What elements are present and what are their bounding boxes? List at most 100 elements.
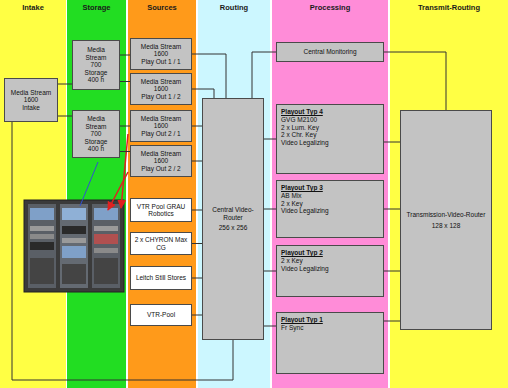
leader-line — [80, 162, 98, 206]
signal-line — [384, 209, 400, 210]
signal-line — [192, 126, 202, 127]
signal-line — [192, 161, 202, 162]
box-label: Play Out 2 / 2 — [141, 165, 180, 172]
band-fill — [272, 0, 388, 388]
column-heading: Processing — [272, 0, 388, 12]
box-label: Storage — [85, 138, 108, 145]
rack-monitor — [30, 208, 54, 220]
column-band: StorageMedia Stream700Storage400 hMedia … — [67, 0, 126, 388]
column-band: IntakeMedia Stream1600Intake — [0, 0, 66, 388]
box-label: GVG M2100 — [281, 116, 317, 123]
process-box: Media Stream1600Play Out 1 / 2 — [130, 73, 192, 105]
box-label: 400 h — [88, 145, 104, 152]
box-label: 700 — [91, 130, 102, 137]
signal-line — [264, 139, 276, 140]
box-label: Playout Typ 1 — [281, 316, 323, 323]
box-label: Media Stream — [141, 78, 181, 85]
red-arrow — [108, 172, 128, 210]
box-label: Playout Typ 4 — [281, 108, 323, 115]
box-label: Intake — [22, 104, 40, 111]
playout-box: Playout Typ 22 x KeyVideo Legalizing — [276, 245, 384, 297]
column-heading: Routing — [198, 0, 270, 12]
column-band: SourcesMedia Stream1600Play Out 1 / 1Med… — [128, 0, 196, 388]
rack-unit — [62, 226, 86, 234]
box-label: 256 x 256 — [219, 224, 248, 231]
signal-line — [264, 271, 276, 272]
box-label: Media Stream — [11, 89, 51, 96]
box-label: Play Out 1 / 2 — [141, 93, 180, 100]
band-fill — [0, 0, 66, 388]
box-label: 2 x CHYRON Max CG — [134, 236, 188, 251]
rack-unit — [30, 234, 54, 239]
column-band: RoutingCentral Video-Router256 x 256 — [198, 0, 270, 388]
source-box: VTR Pool GRAU Robotics — [130, 198, 192, 222]
column-band: ProcessingCentral MonitoringPlayout Typ … — [272, 0, 388, 388]
process-box: Media Stream700Storage400 h — [72, 110, 120, 158]
signal-line — [192, 210, 202, 211]
rack-unit — [62, 238, 86, 243]
band-fill — [198, 0, 270, 388]
photo-frame — [24, 200, 124, 292]
rack — [28, 204, 56, 288]
signal-line — [192, 315, 202, 316]
box-label: 1600 — [154, 157, 168, 164]
rack — [92, 204, 120, 288]
box-label: 2 x Chr. Key — [281, 131, 316, 138]
red-arrow — [121, 134, 128, 208]
signal-line — [264, 326, 276, 327]
signal-line — [58, 116, 72, 117]
playout-box: Playout Typ 3AB Mix2 x KeyVideo Legalizi… — [276, 180, 384, 238]
process-box: Central Video-Router256 x 256 — [202, 98, 264, 340]
signal-line — [384, 142, 400, 143]
rack-unit — [30, 226, 54, 231]
signal-line — [192, 54, 226, 98]
source-box: VTR-Pool — [130, 304, 192, 326]
box-label: Media Stream — [141, 43, 181, 50]
box-label: Video Legalizing — [281, 265, 329, 272]
signal-line — [264, 209, 276, 210]
signal-line — [384, 271, 400, 272]
signal-line — [192, 278, 202, 279]
box-label: Fr Sync — [281, 324, 303, 331]
rack-unit — [94, 248, 118, 253]
signal-line — [12, 122, 233, 380]
box-label: Play Out 2 / 1 — [141, 130, 180, 137]
rack-monitor — [62, 208, 86, 220]
rack-unit — [94, 234, 118, 244]
box-label: Media Stream — [76, 46, 116, 61]
signal-line — [120, 55, 130, 56]
box-label: Play Out 1 / 1 — [141, 58, 180, 65]
signal-line — [384, 321, 400, 322]
column-heading: Transmit-Routing — [390, 0, 508, 12]
box-label: 1600 — [154, 50, 168, 57]
rack-unit — [30, 242, 54, 250]
process-box: Transmission-Video-Router 128 x 128 — [400, 110, 492, 330]
box-label: Central Monitoring — [303, 48, 356, 55]
source-box: 2 x CHYRON Max CG — [130, 232, 192, 255]
box-label: 2 x Key — [281, 200, 303, 207]
process-box: Media Stream1600Play Out 1 / 1 — [130, 38, 192, 70]
box-label: Media Stream — [141, 115, 181, 122]
box-label: 2 x Lum. Key — [281, 124, 319, 131]
box-label: Transmission-Video-Router — [407, 211, 486, 218]
signal-line — [384, 52, 446, 110]
rack-unit — [30, 258, 54, 284]
box-label: VTR Pool GRAU Robotics — [134, 203, 188, 218]
box-label: AB Mix — [281, 192, 302, 199]
column-heading: Storage — [67, 0, 126, 12]
box-label: 400 h — [88, 76, 104, 83]
rack-monitor — [94, 208, 118, 220]
rack-monitor — [62, 246, 86, 258]
column-heading: Intake — [0, 0, 66, 12]
band-fill — [128, 0, 196, 388]
column-heading: Sources — [128, 0, 196, 12]
box-label: Storage — [85, 69, 108, 76]
playout-box: Playout Typ 1Fr Sync — [276, 312, 384, 374]
box-label: 128 x 128 — [432, 222, 461, 229]
signal-line — [120, 126, 130, 127]
box-label: 1600 — [24, 96, 38, 103]
process-box: Media Stream1600Play Out 2 / 1 — [130, 110, 192, 142]
rack-unit — [94, 226, 118, 231]
signal-line — [192, 89, 214, 98]
